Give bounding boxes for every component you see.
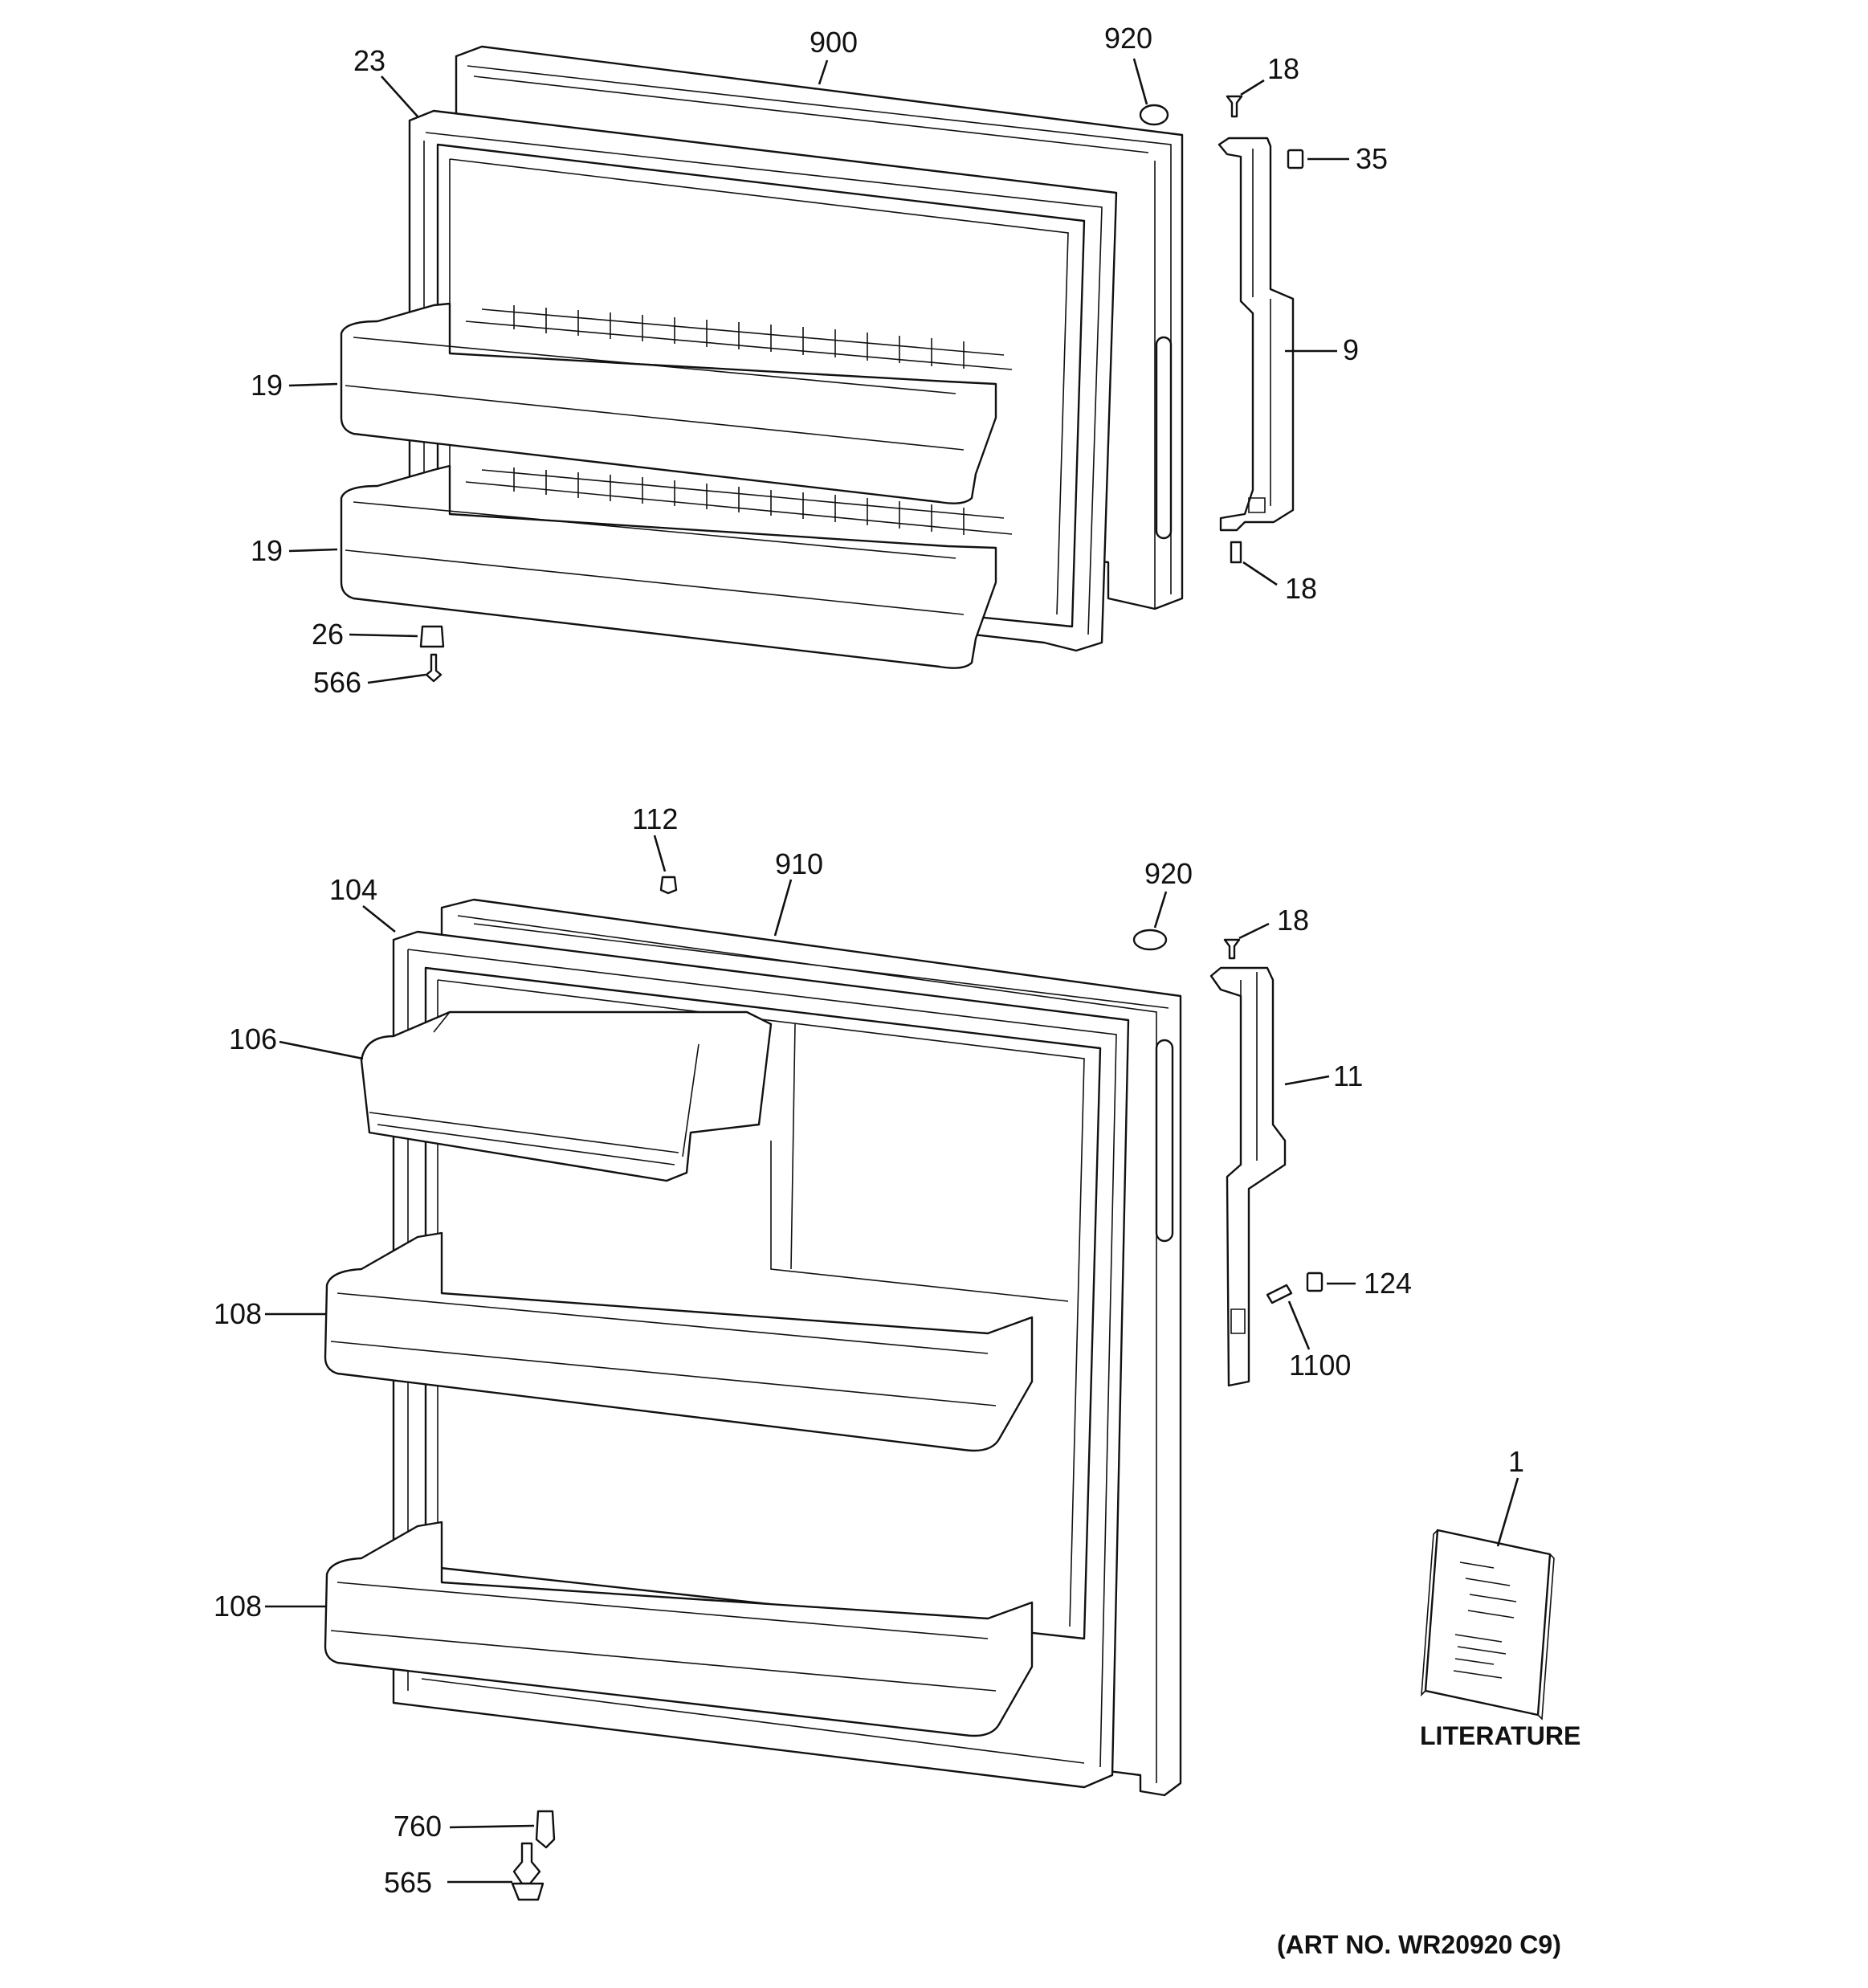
callout-124: 124 — [1364, 1267, 1412, 1300]
freezer-hinge-screw-bottom — [1230, 541, 1242, 564]
leader-26 — [349, 633, 418, 638]
fresh-food-hinge-11-detail — [1230, 972, 1258, 1334]
callout-1: 1 — [1508, 1445, 1524, 1478]
literature-label: LITERATURE — [1420, 1721, 1580, 1750]
leader-18-top-b — [1242, 561, 1278, 586]
callout-26: 26 — [312, 618, 344, 651]
fresh-food-dairy-bin — [360, 1010, 773, 1182]
fresh-food-door-screw-565-base — [511, 1882, 544, 1901]
freezer-door-shelf-lower — [340, 464, 997, 669]
leader-19-a — [288, 382, 338, 387]
leader-900 — [818, 59, 829, 85]
callout-565: 565 — [384, 1866, 432, 1899]
fresh-food-door-screw-112 — [659, 876, 678, 895]
callout-566: 566 — [313, 666, 361, 699]
leader-19-b — [288, 548, 338, 553]
freezer-door-side-slot — [1155, 336, 1173, 540]
callout-9: 9 — [1343, 333, 1359, 366]
fresh-food-door-shelf-lower — [324, 1521, 1034, 1737]
callout-104: 104 — [329, 873, 377, 906]
freezer-door-assembly — [340, 45, 1304, 683]
leader-1 — [1496, 1477, 1519, 1547]
fresh-food-door-shelf-lower-lip — [330, 1522, 997, 1692]
fresh-food-hinge-part-124 — [1306, 1272, 1324, 1292]
callout-19-b: 19 — [251, 534, 283, 567]
callout-920-bottom: 920 — [1144, 857, 1193, 890]
freezer-door-screw-566 — [425, 653, 443, 683]
fresh-food-door-shelf-upper — [324, 1231, 1034, 1452]
fresh-food-door-stop-760 — [535, 1810, 556, 1849]
callout-19-a: 19 — [251, 369, 283, 402]
callout-11: 11 — [1333, 1059, 1363, 1092]
literature-booklet-spine — [1421, 1529, 1555, 1721]
literature-booklet-cover — [1424, 1529, 1552, 1717]
freezer-hinge-part-35 — [1287, 149, 1304, 169]
freezer-liner-ribs-top — [465, 305, 1013, 370]
callout-labels: 23 900 920 18 35 9 18 19 19 26 566 112 9… — [214, 22, 1524, 1899]
callout-910: 910 — [775, 847, 823, 880]
callout-760: 760 — [394, 1810, 442, 1843]
leader-106 — [279, 1040, 364, 1060]
fresh-food-door-screw-565 — [512, 1842, 541, 1885]
callout-18-top-a: 18 — [1267, 52, 1299, 85]
freezer-hinge-cap — [1139, 104, 1169, 126]
fresh-food-hinge-cap — [1132, 929, 1168, 951]
literature-booklet-text-lines — [1453, 1561, 1517, 1679]
leader-1100 — [1287, 1300, 1311, 1350]
fresh-food-hinge-screw-1100 — [1266, 1284, 1293, 1304]
fresh-food-door-shelf-upper-lip — [330, 1233, 997, 1406]
freezer-door-stop-26 — [419, 625, 445, 648]
leader-18-bottom — [1238, 922, 1270, 940]
callout-108-a: 108 — [214, 1297, 262, 1330]
leader-23 — [381, 76, 418, 117]
leader-18-top-a — [1240, 79, 1265, 96]
freezer-door-shelf-upper — [340, 302, 997, 504]
callout-106: 106 — [229, 1023, 277, 1055]
fresh-food-hinge-11 — [1209, 966, 1287, 1387]
leader-lines — [265, 58, 1519, 1884]
callout-108-b: 108 — [214, 1590, 262, 1623]
callout-1100: 1100 — [1289, 1349, 1351, 1382]
freezer-liner-ribs-bottom — [465, 467, 1013, 535]
freezer-hinge-9 — [1217, 137, 1295, 532]
leader-566 — [367, 673, 426, 684]
fresh-food-door-side-slot — [1155, 1039, 1174, 1243]
callout-920-top: 920 — [1104, 22, 1152, 55]
callout-112: 112 — [632, 802, 678, 835]
literature-booklet — [1421, 1529, 1555, 1721]
leader-112 — [653, 835, 667, 872]
art-number-label: (ART NO. WR20920 C9) — [1277, 1930, 1561, 1959]
callout-900: 900 — [810, 26, 858, 59]
freezer-hinge-screw-top — [1226, 95, 1243, 118]
leader-11 — [1284, 1075, 1330, 1086]
callout-18-bottom: 18 — [1277, 904, 1309, 937]
leader-760 — [449, 1824, 535, 1829]
leader-920-bottom — [1153, 891, 1168, 929]
callout-23: 23 — [353, 44, 385, 77]
fresh-food-dairy-bin-lid — [369, 1011, 699, 1165]
freezer-door-shelf-upper-lip — [345, 304, 965, 451]
freezer-door-shelf-lower-lip — [345, 466, 965, 615]
leader-920-top — [1132, 58, 1148, 105]
leader-104 — [362, 904, 396, 933]
fresh-food-door-outer-edge — [457, 915, 1169, 1783]
callout-18-top-b: 18 — [1285, 572, 1317, 605]
leader-910 — [773, 879, 793, 937]
freezer-hinge-9-detail — [1248, 149, 1271, 513]
fresh-food-door-assembly — [324, 876, 1324, 1901]
callout-35: 35 — [1356, 142, 1388, 175]
fresh-food-hinge-screw — [1223, 938, 1241, 960]
